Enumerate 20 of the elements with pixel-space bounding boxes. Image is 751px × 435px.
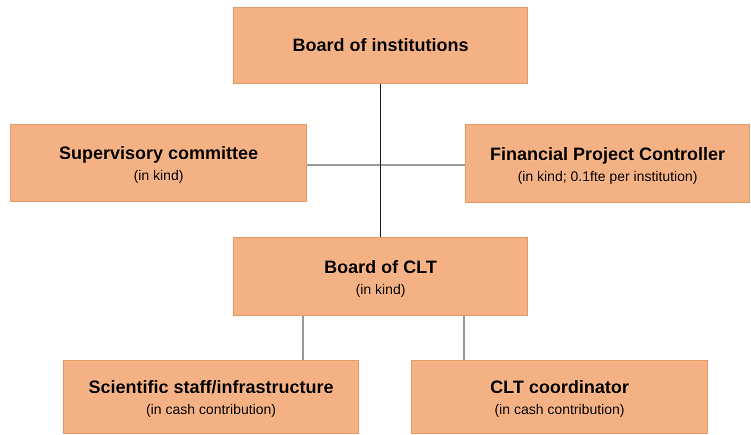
box-title: CLT coordinator bbox=[490, 377, 629, 398]
org-box bbox=[233, 7, 528, 84]
org-box bbox=[465, 124, 750, 203]
box-note: (in kind) bbox=[356, 280, 406, 296]
org-box bbox=[10, 124, 307, 202]
box-title: Supervisory committee bbox=[58, 143, 258, 164]
box-title: Scientific staff/infrastructure bbox=[88, 377, 334, 398]
org-box bbox=[233, 237, 528, 316]
box-title: Financial Project Controller bbox=[490, 144, 726, 164]
org-box bbox=[411, 360, 708, 434]
org-box bbox=[63, 360, 359, 434]
box-note: (in cash contribution) bbox=[494, 401, 624, 417]
connector-line bbox=[302, 316, 304, 360]
box-title: Board of CLT bbox=[324, 256, 437, 278]
box-title: Board of institutions bbox=[292, 35, 468, 56]
connector-line bbox=[380, 84, 381, 238]
box-note: (in kind) bbox=[134, 167, 184, 183]
box-note: (in kind; 0.1fte per institution) bbox=[518, 168, 698, 184]
box-note: (in cash contribution) bbox=[146, 401, 276, 417]
connector-line bbox=[306, 164, 466, 166]
